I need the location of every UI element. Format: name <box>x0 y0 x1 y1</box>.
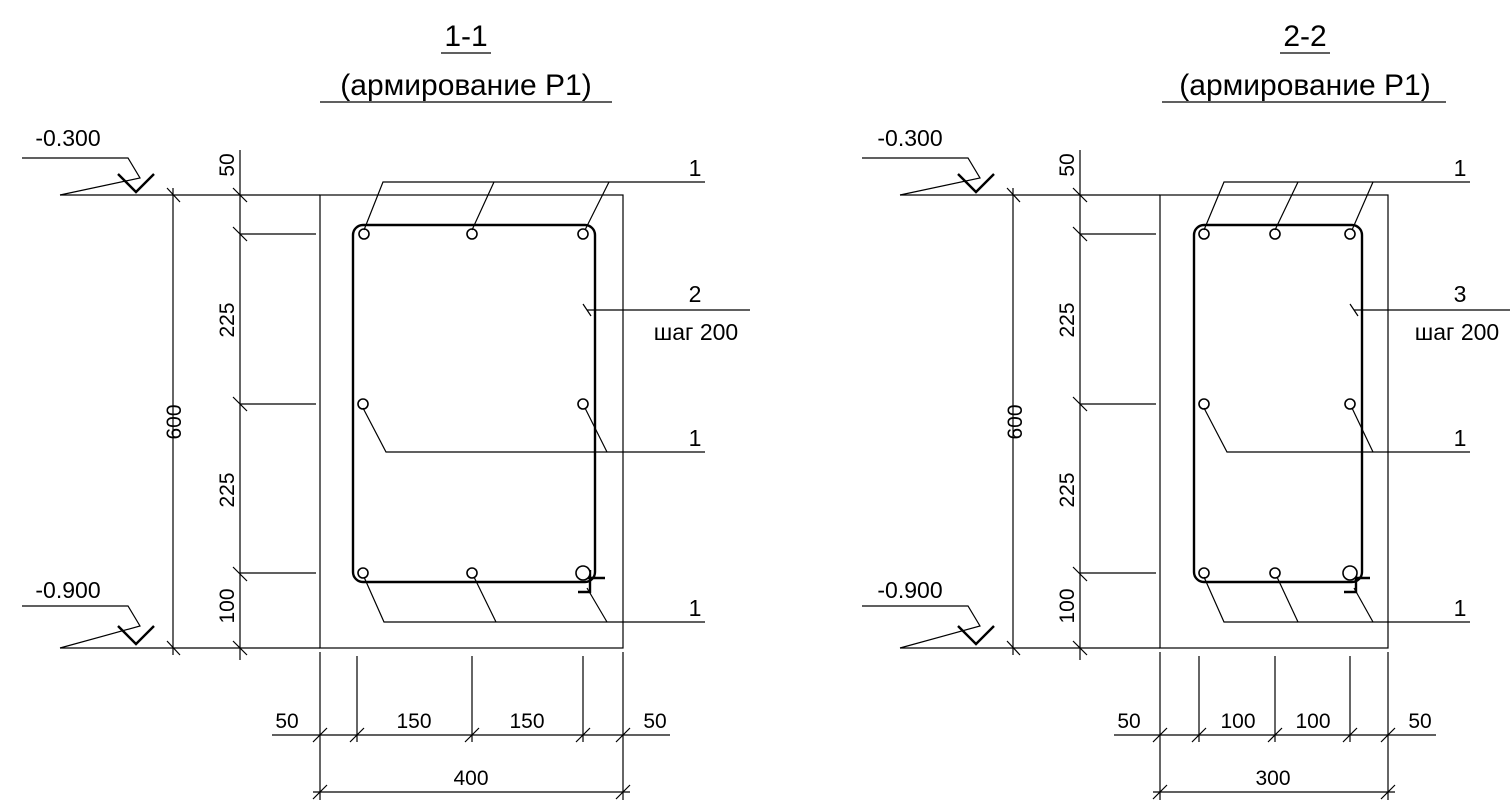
dim-span-1: 150 <box>396 710 431 733</box>
callout-top-bars: 1 <box>1454 155 1467 181</box>
section-subtitle: (армирование Р1) <box>1179 69 1430 102</box>
dim-mid2: 225 <box>216 472 239 507</box>
dim-mid1: 225 <box>216 302 239 337</box>
dim-top: 50 <box>216 153 239 176</box>
callout-leaders <box>1203 181 1510 623</box>
concrete-section-outline <box>319 194 624 649</box>
rebar <box>1198 567 1210 579</box>
vertical-dimension-lines <box>166 150 316 660</box>
dim-cover-left: 50 <box>1117 710 1140 733</box>
callout-side-bars: 1 <box>689 425 702 451</box>
elevation-bottom: -0.900 <box>35 577 100 603</box>
section-title: 1-1 <box>444 20 487 53</box>
dim-cover-right: 50 <box>643 710 666 733</box>
rebar <box>1198 398 1210 410</box>
dim-overall-height: 600 <box>1004 404 1027 439</box>
rebar <box>357 398 369 410</box>
callout-stirrup: 3 <box>1454 281 1467 307</box>
section-subtitle: (армирование Р1) <box>340 69 591 102</box>
callout-bottom-bars: 1 <box>689 595 702 621</box>
callout-stirrup: 2 <box>689 281 702 307</box>
dim-overall-width: 400 <box>453 767 488 790</box>
dim-mid1: 225 <box>1056 302 1079 337</box>
vertical-dimension-lines <box>1006 150 1156 660</box>
dim-span-2: 100 <box>1295 710 1330 733</box>
section-2-2: 2-2 (армирование Р1) <box>862 20 1510 800</box>
rebar <box>1342 565 1358 581</box>
callout-side-bars: 1 <box>1454 425 1467 451</box>
callout-bottom-bars: 1 <box>1454 595 1467 621</box>
callout-top-bars: 1 <box>689 155 702 181</box>
rebar <box>466 228 478 240</box>
rebar <box>1198 228 1210 240</box>
rebar <box>1269 228 1281 240</box>
rebar <box>577 398 589 410</box>
dim-overall-height: 600 <box>163 404 186 439</box>
section-title: 2-2 <box>1283 20 1326 53</box>
elevation-bottom: -0.900 <box>877 577 942 603</box>
dim-mid2: 225 <box>1056 472 1079 507</box>
dim-bottom: 100 <box>1056 588 1079 623</box>
callout-leaders <box>362 181 750 623</box>
section-1-1: 1-1 (армирование Р1) <box>22 20 750 800</box>
longitudinal-bars <box>1198 228 1358 581</box>
horizontal-dimension-lines <box>1114 652 1436 800</box>
rebar <box>1344 228 1356 240</box>
rebar <box>575 565 591 581</box>
rebar <box>1344 398 1356 410</box>
concrete-section-outline <box>1159 194 1389 649</box>
elevation-marks <box>862 157 1160 649</box>
dim-cover-left: 50 <box>275 710 298 733</box>
callout-stirrup-step: шаг 200 <box>1415 319 1499 345</box>
stirrup <box>351 223 597 584</box>
longitudinal-bars <box>357 228 591 581</box>
rebar <box>358 228 370 240</box>
dim-span-1: 100 <box>1220 710 1255 733</box>
rebar <box>466 567 478 579</box>
rebar <box>1269 567 1281 579</box>
callout-stirrup-step: шаг 200 <box>654 319 738 345</box>
rebar <box>577 228 589 240</box>
dim-bottom: 100 <box>216 588 239 623</box>
dim-top: 50 <box>1056 153 1079 176</box>
elevation-marks <box>22 157 320 649</box>
horizontal-dimension-lines <box>272 652 670 800</box>
dim-cover-right: 50 <box>1408 710 1431 733</box>
stirrup <box>1192 223 1364 584</box>
dim-span-2: 150 <box>509 710 544 733</box>
rebar <box>357 567 369 579</box>
elevation-top: -0.300 <box>877 125 942 151</box>
dim-overall-width: 300 <box>1255 767 1290 790</box>
elevation-top: -0.300 <box>35 125 100 151</box>
